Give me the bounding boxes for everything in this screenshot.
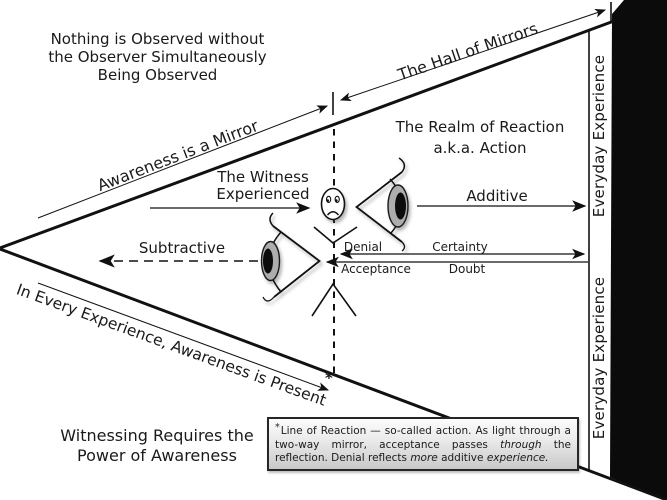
footnote-text: Line of Reaction — so-called action. As … bbox=[275, 425, 572, 464]
subtractive-label: Subtractive bbox=[138, 239, 226, 257]
certainty-label: Certainty bbox=[432, 240, 488, 254]
witness-line1: The Witness bbox=[217, 168, 309, 186]
realm-line2: a.k.a. Action bbox=[433, 139, 527, 157]
stick-figure-legs bbox=[311, 282, 357, 317]
witness-line2: Experienced bbox=[216, 185, 310, 203]
witness-experienced-label: The Witness Experienced bbox=[193, 169, 333, 203]
top-left-title-line3: Being Observed bbox=[97, 66, 218, 84]
everyday-experience-black-wedge bbox=[610, 0, 667, 500]
subtractive-eye-icon bbox=[260, 212, 321, 302]
acceptance-label: Acceptance bbox=[341, 262, 411, 276]
top-left-title-line2: the Observer Simultaneously bbox=[48, 48, 267, 66]
doubt-label: Doubt bbox=[448, 262, 486, 276]
footnote-box: *Line of Reaction — so-called action. As… bbox=[267, 417, 579, 471]
bottom-title-line2: Power of Awareness bbox=[77, 446, 237, 465]
everyday-experience-bottom-label: Everyday Experience bbox=[590, 276, 608, 440]
awareness-mirror-arrow bbox=[37, 105, 329, 219]
sad-face-icon bbox=[320, 187, 346, 221]
realm-line1: The Realm of Reaction bbox=[395, 118, 565, 136]
additive-label: Additive bbox=[466, 187, 528, 205]
everyday-experience-top-label: Everyday Experience bbox=[590, 54, 608, 218]
footnote-marker: * bbox=[275, 422, 280, 433]
bottom-title: Witnessing Requires the Power of Awarene… bbox=[47, 426, 267, 466]
line-of-reaction-asterisk: * bbox=[325, 369, 333, 387]
stick-figure-arms bbox=[313, 226, 358, 244]
witness-eye-icon bbox=[355, 157, 409, 252]
realm-of-reaction-label: The Realm of Reaction a.k.a. Action bbox=[380, 117, 580, 159]
awareness-present-arrow bbox=[37, 282, 330, 391]
hall-of-mirrors-arrow bbox=[339, 9, 607, 101]
denial-label: Denial bbox=[343, 240, 383, 254]
bottom-title-line1: Witnessing Requires the bbox=[60, 426, 254, 445]
top-left-title-line1: Nothing is Observed without bbox=[50, 30, 265, 48]
top-left-title: Nothing is Observed without the Observer… bbox=[40, 30, 275, 84]
